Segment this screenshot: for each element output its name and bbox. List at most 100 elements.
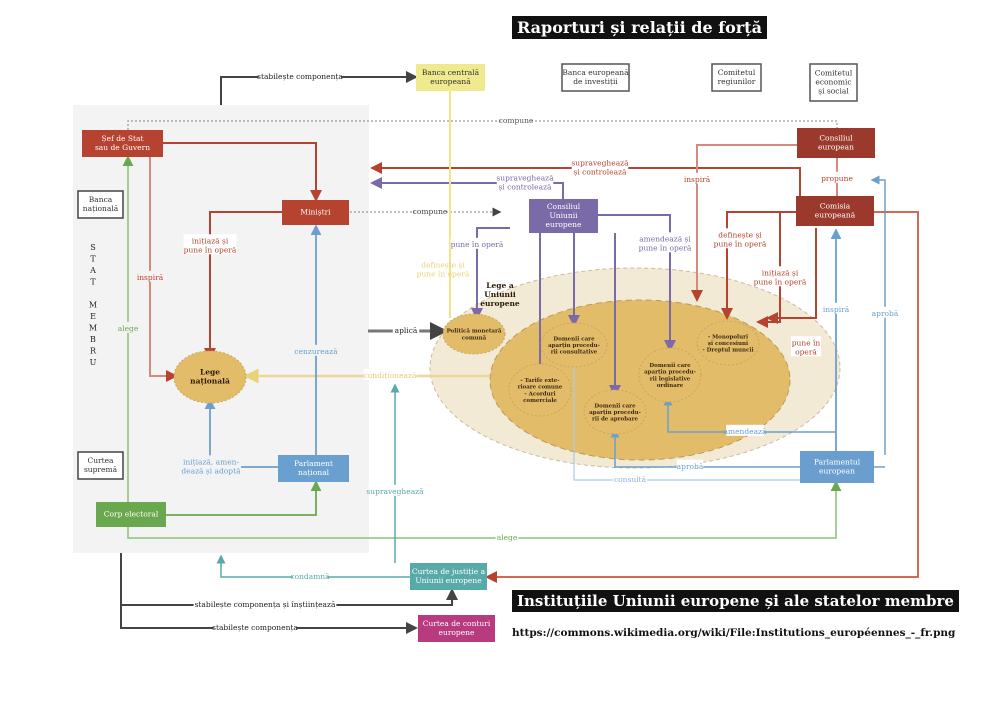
node-bce-box[interactable] xyxy=(416,64,485,91)
edge-label-initiaza_amendeaza_adopta-line: inițiază, amen- xyxy=(183,458,240,467)
node-domenii-consultative-label-line: rii consultative xyxy=(551,349,598,355)
edge-label-alege_bottom: alege xyxy=(497,533,518,542)
edge-label-amendeaza_pune_purple-line: amendează și xyxy=(639,235,691,244)
node-ministri-label-line: Miniștri xyxy=(300,208,331,217)
node-domenii-ordinare-label-line: aparțin procedu- xyxy=(644,369,696,375)
edge-label-aproba_blue_right-line: aprobă xyxy=(872,309,899,318)
edge-stabileste-conturi xyxy=(120,605,418,634)
node-consiliul-european-box[interactable] xyxy=(797,128,875,158)
edge-label-alege_left-line: alege xyxy=(118,324,139,333)
source-link[interactable]: https://commons.wikimedia.org/wiki/File:… xyxy=(512,627,956,639)
node-corp-electoral[interactable]: Corp electoral xyxy=(96,502,166,527)
node-curtea-conturi-box[interactable] xyxy=(418,615,495,642)
node-tarife-label-line: rioare comune xyxy=(518,384,563,390)
edge-label-inspira_left-bg xyxy=(134,270,166,282)
node-domenii-aprobare-shape[interactable] xyxy=(583,389,647,435)
node-parlament-national-box[interactable] xyxy=(278,455,349,482)
node-bei-box[interactable] xyxy=(561,63,630,92)
edge-supraveghează-purple xyxy=(370,177,564,200)
state-member-letter: M xyxy=(89,301,97,310)
node-monopoluri-label-line: și concesiuni xyxy=(708,341,748,347)
node-comisia-box[interactable] xyxy=(796,196,874,226)
edge-label-stabileste_componenta_top: stabilește componența xyxy=(257,72,343,81)
edge-amendeaza xyxy=(663,396,836,433)
edge-label-initiaza_pune_red2-line: inițiază și xyxy=(762,269,799,278)
state-member-letter: R xyxy=(90,347,97,356)
edge-label-inspira_blue-line: inspiră xyxy=(823,305,850,314)
node-consiliul-ue-label-line: Consiliul xyxy=(547,202,581,211)
node-parlament-national-label-line: național xyxy=(298,468,330,477)
node-lege-nationala-shape[interactable] xyxy=(173,350,247,404)
node-consiliul-ue-box[interactable] xyxy=(529,199,598,233)
node-monopoluri-shape[interactable] xyxy=(696,320,760,366)
edge-label-initiaza_amendeaza_adopta: inițiază, amen-dează și adoptă xyxy=(181,458,241,476)
edge-label-aproba_blue_right: aprobă xyxy=(872,309,899,318)
edge-label-aplica-line: aplică xyxy=(395,326,418,335)
node-domenii-ordinare-label-line: Domenii care xyxy=(649,363,691,369)
edge-label-compune_top: compune xyxy=(499,116,534,125)
node-sef-stat-box[interactable] xyxy=(82,130,163,157)
node-ministri-box[interactable] xyxy=(282,200,349,225)
node-domenii-consultative-shape[interactable] xyxy=(540,322,608,368)
edge-label-supravegheaza_teal-line: supraveghează xyxy=(366,487,424,496)
node-curtea-suprema-box[interactable] xyxy=(77,451,124,480)
edge-corp-pn xyxy=(166,480,322,516)
node-sef-stat-label-line: sau de Guvern xyxy=(95,143,150,152)
state-member-letter: S xyxy=(90,243,95,252)
node-domenii-consultative-label-line: Domenii care xyxy=(553,336,595,342)
node-domenii-aprobare-label-line: Domenii care xyxy=(594,403,636,409)
edge-propune-blue xyxy=(870,175,886,455)
node-curtea-justitie-box[interactable] xyxy=(410,563,487,590)
edge-label-pune_in_opera_purple-bg xyxy=(450,237,504,249)
node-banca-nationala-box[interactable] xyxy=(77,190,124,219)
diagram-subtitle: Instituțiile Uniunii europene și ale sta… xyxy=(512,590,959,612)
node-domenii-aprobare-label-line: rii de aprobare xyxy=(592,416,639,422)
edge-label-aproba-line: aprobă xyxy=(677,462,704,471)
edge-label-pune_in_opera_purple: pune în operă xyxy=(451,240,504,249)
edge-label-aproba-bg xyxy=(676,459,704,471)
node-corp-electoral-box[interactable] xyxy=(96,502,166,527)
node-comitet-economic-label-line: economic xyxy=(815,78,851,87)
node-comitet-regiuni-box[interactable] xyxy=(711,63,762,92)
node-domenii-ordinare-shape[interactable] xyxy=(638,347,702,403)
node-bei-label-line: de investiții xyxy=(573,77,618,86)
edge-cue-politica xyxy=(471,227,510,320)
node-comitet-regiuni-label-line: regiunilor xyxy=(718,77,756,86)
edge-label-initiaza_amendeaza_adopta-line: dează și adoptă xyxy=(181,467,241,476)
node-ministri[interactable]: Miniștri xyxy=(282,200,349,225)
node-comitet-economic-box[interactable] xyxy=(809,63,858,102)
node-comisia-label-line: europeană xyxy=(815,211,856,220)
node-politica-monetara-shape[interactable] xyxy=(442,313,506,355)
node-parlamentul-european-box[interactable] xyxy=(800,451,874,483)
node-tarife-shape[interactable] xyxy=(508,363,572,417)
